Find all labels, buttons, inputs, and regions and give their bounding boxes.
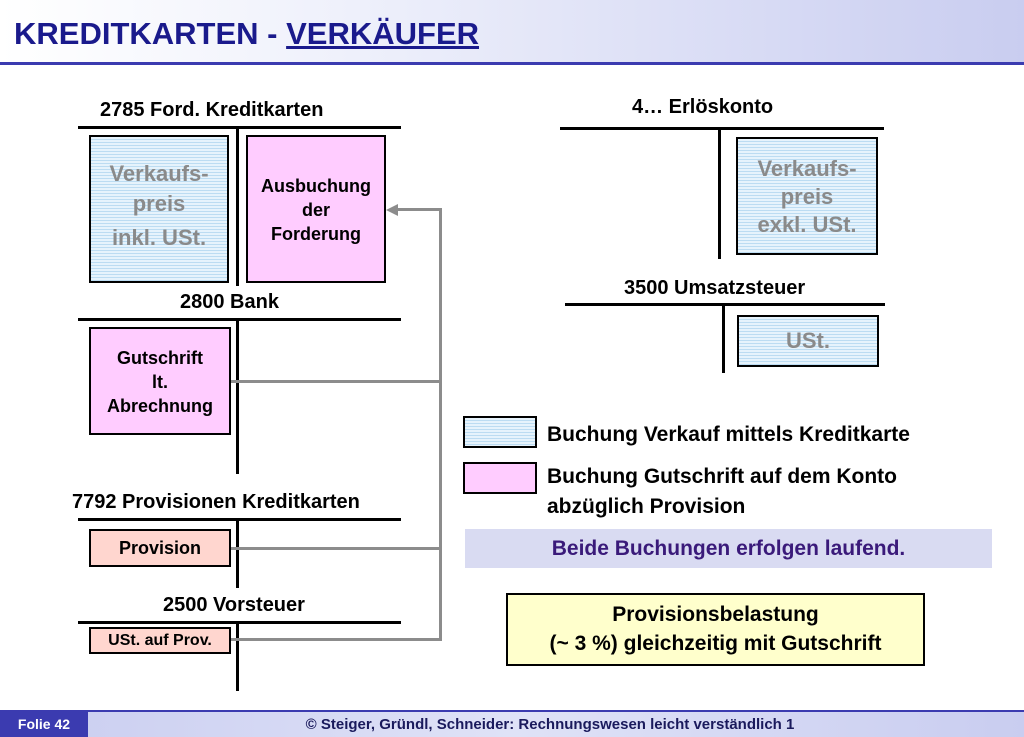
t-account-hline [78,518,401,521]
account-title-2500: 2500 Vorsteuer [163,594,305,616]
t-account-vline [718,127,721,259]
blue-booking-box: Verkaufs- preis inkl. USt. [89,135,229,283]
t-account-vline [236,518,239,588]
connector-from-bank [231,380,442,383]
t-account-hline [78,318,401,321]
pink-booking-box: Ausbuchung der Forderung [246,135,386,283]
title-rule [0,62,1024,65]
blue-booking-box: Verkaufs- preis exkl. USt. [736,137,878,255]
note-box: Provisionsbelastung (~ 3 %) gleichzeitig… [506,593,925,666]
account-title-2800: 2800 Bank [180,291,279,313]
account-title-erloes: 4… Erlöskonto [632,96,774,118]
t-account-hline [560,127,884,130]
legend-blue-label: Buchung Verkauf mittels Kreditkarte [547,423,910,446]
title-bar [0,0,1024,62]
note-banner: Beide Buchungen erfolgen laufend. [465,529,992,568]
t-account-hline [78,621,401,624]
connector-from-provision [231,547,442,550]
account-title-3500: 3500 Umsatzsteuer [624,277,806,299]
connector-to-ausbuchung [396,208,442,211]
blue-booking-box: USt. [737,315,879,367]
legend-blue-swatch [463,416,537,448]
t-account-hline [78,126,401,129]
account-title-7792: 7792 Provisionen Kreditkarten [72,491,360,513]
t-account-vline [236,621,239,691]
legend-pink-swatch [463,462,537,494]
footer-copyright: © Steiger, Gründl, Schneider: Rechnungsw… [305,716,795,733]
slide-number: Folie 42 [0,712,88,737]
footer-bar [0,710,1024,737]
pink-booking-box: Gutschrift lt. Abrechnung [89,327,231,435]
connector-vertical [439,208,442,641]
salmon-booking-box: USt. auf Prov. [89,627,231,654]
slide-title: KREDITKARTEN - VERKÄUFER [14,16,480,51]
salmon-booking-box: Provision [89,529,231,567]
t-account-vline [722,303,725,373]
t-account-hline [565,303,885,306]
account-title-2785: 2785 Ford. Kreditkarten [100,99,324,121]
t-account-vline [236,126,239,286]
t-account-vline [236,318,239,474]
legend-pink-label: Buchung Gutschrift auf dem Konto abzügli… [547,465,897,518]
connector-from-vorsteuer [231,638,442,641]
arrowhead-icon [386,204,398,216]
